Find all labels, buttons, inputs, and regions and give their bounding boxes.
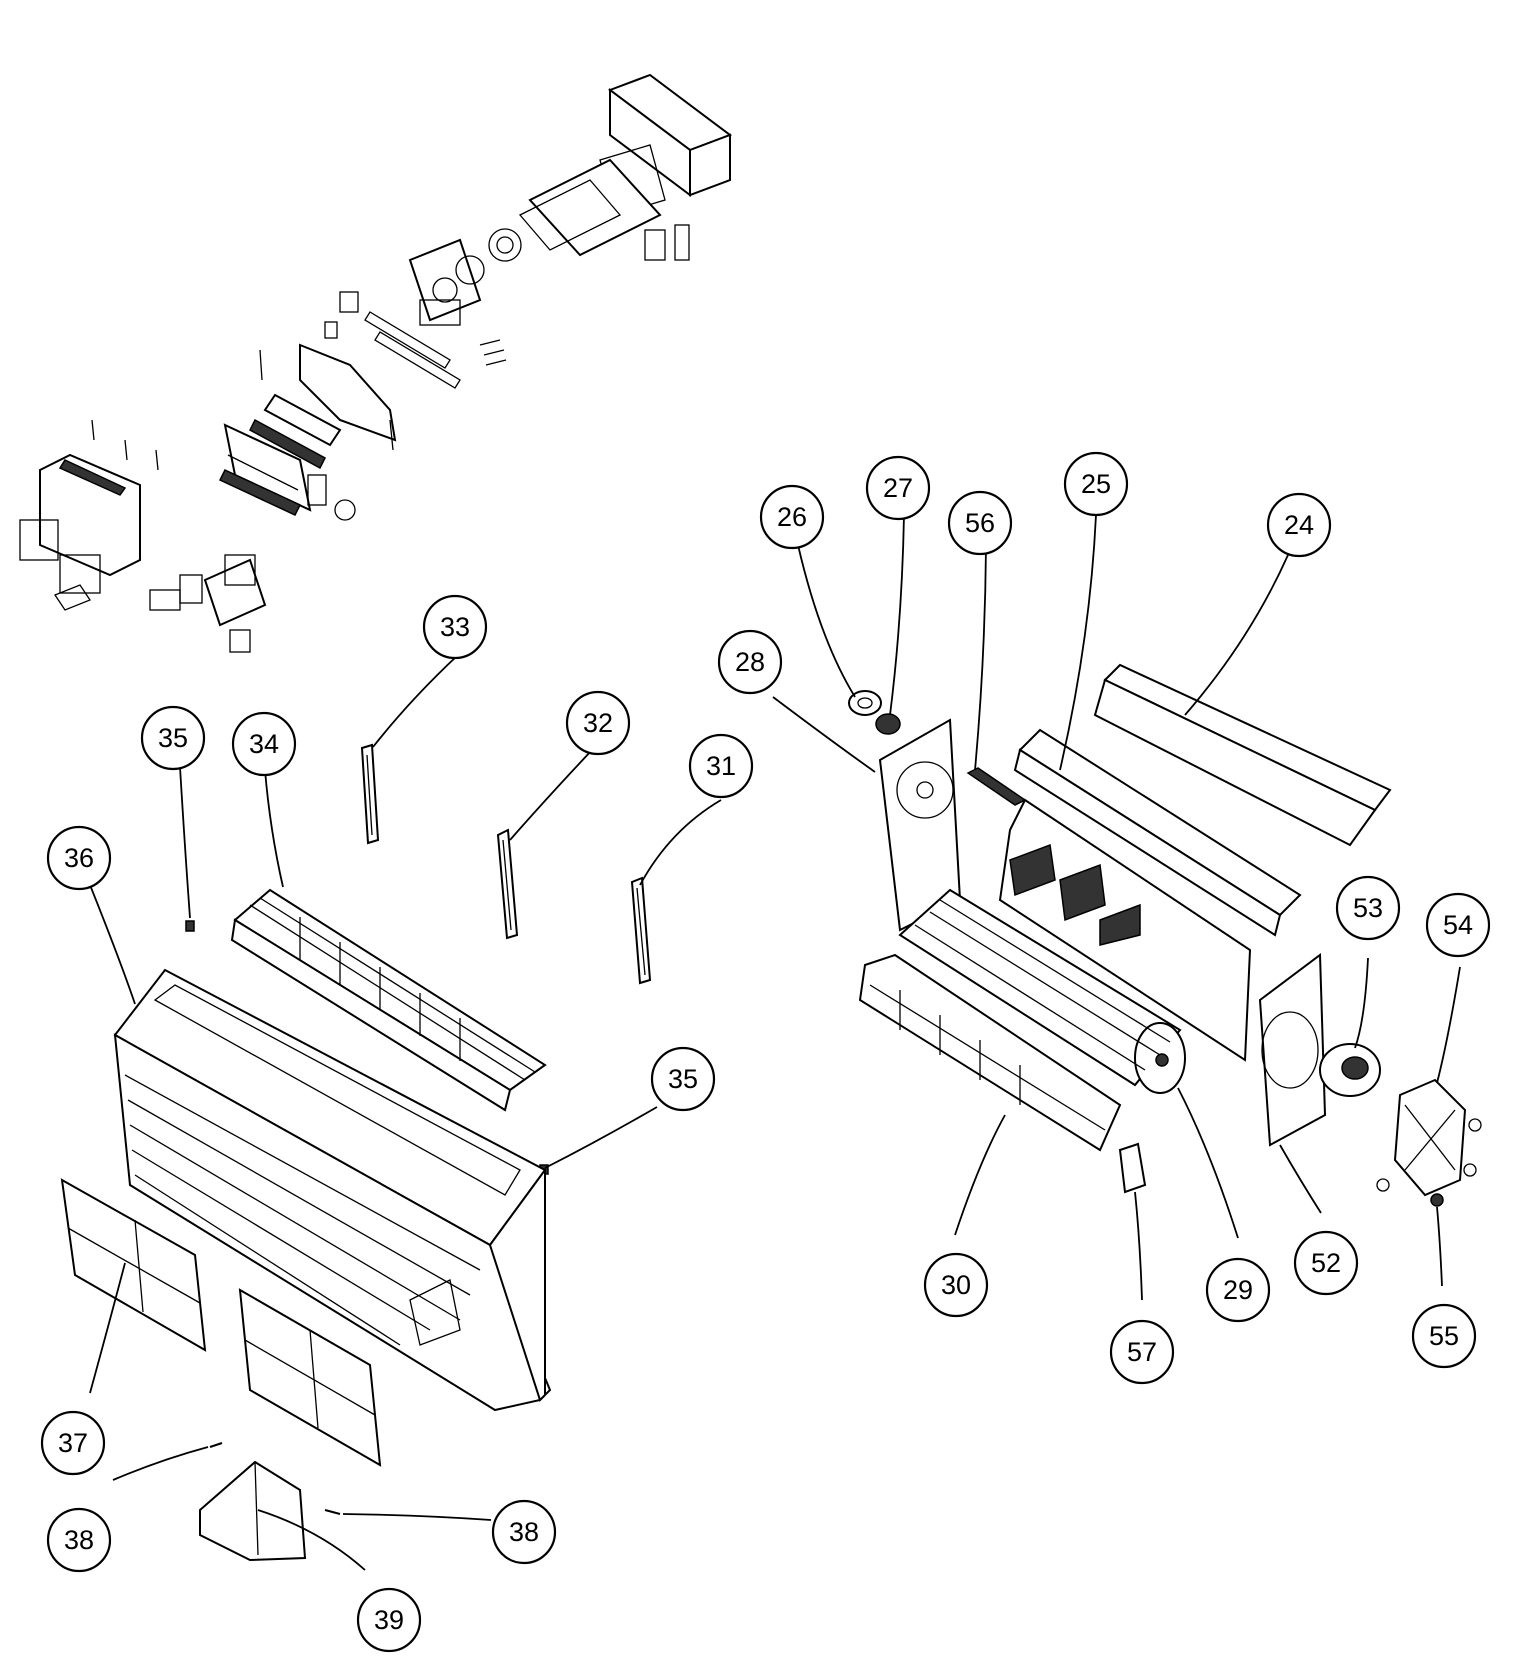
part-34-drawing: [230, 888, 547, 1112]
callout-24: 24: [1266, 492, 1332, 558]
part-24-drawing: [1093, 663, 1392, 847]
callout-35-top: 35: [140, 705, 206, 771]
callout-36: 36: [46, 825, 112, 891]
callout-57-label: 57: [1127, 1337, 1157, 1367]
callout-54-label: 54: [1443, 910, 1473, 940]
callout-38-left: 38: [46, 1507, 112, 1573]
callout-25-label: 25: [1081, 469, 1111, 499]
callout-56-label: 56: [965, 508, 995, 538]
callout-28-label: 28: [735, 647, 765, 677]
callout-37: 37: [40, 1410, 106, 1476]
callout-27-label: 27: [883, 473, 913, 503]
callout-53: 53: [1335, 875, 1401, 941]
part-35-screw-top: [185, 920, 195, 932]
part-37-drawing: [60, 1178, 207, 1352]
callout-30: 30: [923, 1252, 989, 1318]
part-32-drawing: [496, 828, 519, 940]
part-30-drawing: [858, 953, 1122, 1152]
part-54-drawing: [1393, 1078, 1467, 1197]
callout-29-label: 29: [1223, 1275, 1253, 1305]
callout-28: 28: [717, 629, 783, 695]
part-38-clip-left: [209, 1442, 223, 1448]
callout-25: 25: [1063, 451, 1129, 517]
callout-38-left-label: 38: [64, 1525, 94, 1555]
part-37-second-filter: [238, 1288, 382, 1467]
part-53-drawing: [1319, 1043, 1381, 1097]
callout-29: 29: [1205, 1257, 1271, 1323]
callout-35-right: 35: [650, 1046, 716, 1112]
callout-55: 55: [1411, 1303, 1477, 1369]
part-29-drawing: [898, 888, 1186, 1094]
callout-24-label: 24: [1284, 510, 1314, 540]
part-52-drawing: [1258, 953, 1327, 1147]
callout-52-label: 52: [1311, 1248, 1341, 1278]
part-56-drawing: [966, 767, 1027, 806]
callout-26: 26: [759, 484, 825, 550]
part-39-drawing: [199, 1460, 307, 1562]
callout-31-label: 31: [706, 751, 736, 781]
callout-35-right-label: 35: [668, 1064, 698, 1094]
callout-56: 56: [947, 490, 1013, 556]
callout-33-label: 33: [440, 612, 470, 642]
callout-38-right-label: 38: [509, 1517, 539, 1547]
callout-54: 54: [1425, 892, 1491, 958]
part-38-clip-right: [324, 1509, 341, 1515]
callout-32: 32: [565, 690, 631, 756]
callout-27: 27: [865, 455, 931, 521]
callout-33: 33: [422, 594, 488, 660]
callout-26-label: 26: [777, 502, 807, 532]
callout-32-label: 32: [583, 708, 613, 738]
part-57-drawing: [1118, 1142, 1147, 1194]
housing-panel: [998, 798, 1252, 1062]
part-36-drawing: [113, 968, 552, 1412]
callout-39: 39: [356, 1587, 422, 1653]
callout-38-right: 38: [491, 1499, 557, 1565]
part-25-drawing: [1013, 728, 1302, 937]
callout-34-label: 34: [249, 729, 279, 759]
callout-36-label: 36: [64, 843, 94, 873]
callout-53-label: 53: [1353, 893, 1383, 923]
callout-52: 52: [1293, 1230, 1359, 1296]
part-33-drawing: [360, 743, 380, 845]
part-27-drawing: [875, 713, 901, 735]
part-26-drawing: [848, 690, 882, 716]
leader-lines: [89, 514, 1461, 1571]
callout-37-label: 37: [58, 1428, 88, 1458]
overview-assembly: [19, 73, 733, 653]
part-31-drawing: [630, 876, 652, 985]
callout-30-label: 30: [941, 1270, 971, 1300]
callout-39-label: 39: [374, 1605, 404, 1635]
callout-34: 34: [231, 711, 297, 777]
callout-57: 57: [1109, 1319, 1175, 1385]
callout-55-label: 55: [1429, 1321, 1459, 1351]
part-55-drawing: [1376, 1118, 1482, 1207]
callout-31: 31: [688, 733, 754, 799]
callout-35-top-label: 35: [158, 723, 188, 753]
